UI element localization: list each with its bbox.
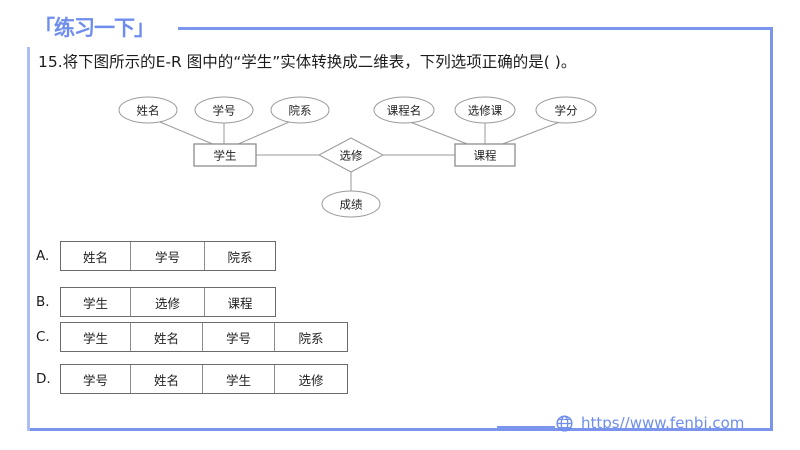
frame-border-left	[27, 47, 30, 431]
er-entity-label: 学生	[214, 149, 237, 163]
option-cell: 学号	[131, 242, 205, 270]
er-attribute-label: 学分	[555, 104, 578, 118]
option-cell: 学号	[61, 365, 131, 393]
option-table: 学生 姓名 学号 院系	[60, 322, 348, 352]
option-cell: 学生	[203, 365, 275, 393]
frame-border-bottom	[27, 428, 773, 431]
page-title: 「练习一下」	[34, 16, 155, 40]
er-connector-student-name	[159, 121, 216, 146]
footer-rule	[497, 426, 555, 428]
option-letter: D.	[36, 371, 51, 387]
er-diagram: 姓名 学号 院系 课程名 选修课 学分 学生	[0, 90, 800, 225]
option-table: 学生 选修 课程	[60, 287, 276, 317]
er-attribute-student-dept: 院系	[270, 96, 330, 124]
option-cell: 院系	[227, 249, 253, 265]
er-attribute-label: 姓名	[137, 104, 160, 118]
er-attribute-course-name: 课程名	[373, 96, 435, 124]
option-row-a[interactable]: A. 姓名 学号 院系	[36, 241, 276, 271]
option-cell: 姓名	[131, 323, 203, 351]
option-cell: 选修	[298, 372, 324, 388]
er-relationship-elective: 选修	[317, 137, 385, 173]
er-attribute-course-elective: 选修课	[454, 96, 516, 124]
footer-url: https//www.fenbi.com	[581, 414, 745, 432]
option-cell: 学号	[203, 323, 275, 351]
option-letter: C.	[36, 329, 50, 345]
er-entity-label: 课程	[474, 149, 497, 163]
option-table: 姓名 学号 院系	[60, 241, 276, 271]
er-attribute-course-credit: 学分	[535, 96, 597, 124]
er-entity-student: 学生	[193, 143, 257, 167]
option-cell: 课程	[227, 295, 253, 311]
er-attribute-label: 课程名	[387, 104, 422, 118]
option-table: 学号 姓名 学生 选修	[60, 364, 348, 394]
er-attribute-student-id: 学号	[194, 96, 254, 124]
frame-border-right	[770, 27, 773, 431]
er-relationship-label: 选修	[340, 149, 363, 163]
question-stem: 15.将下图所示的E-R 图中的“学生”实体转换成二维表，下列选项正确的是( )…	[38, 53, 577, 71]
option-row-b[interactable]: B. 学生 选修 课程	[36, 287, 276, 317]
option-cell: 姓名	[131, 365, 203, 393]
footer-link[interactable]: https//www.fenbi.com	[556, 414, 744, 432]
globe-icon	[556, 414, 573, 432]
er-attribute-label: 选修课	[468, 104, 503, 118]
er-attribute-score: 成绩	[321, 190, 381, 218]
option-cell: 学生	[61, 323, 131, 351]
option-row-d[interactable]: D. 学号 姓名 学生 选修	[36, 364, 348, 394]
option-row-c[interactable]: C. 学生 姓名 学号 院系	[36, 322, 348, 352]
er-connector-course-name	[409, 121, 471, 146]
option-cell: 姓名	[61, 242, 131, 270]
option-letter: A.	[36, 248, 50, 264]
er-connector-course-credit	[499, 121, 561, 146]
option-cell: 选修	[131, 288, 205, 316]
er-connector-student-dept	[235, 121, 290, 146]
frame-border-top	[178, 27, 773, 30]
er-entity-course: 课程	[454, 143, 516, 167]
er-attribute-student-name: 姓名	[118, 96, 178, 124]
option-letter: B.	[36, 294, 50, 310]
option-cell: 学生	[61, 288, 131, 316]
er-attribute-label: 学号	[213, 104, 236, 118]
option-cell: 院系	[298, 330, 324, 346]
er-attribute-label: 成绩	[340, 198, 363, 212]
er-attribute-label: 院系	[289, 104, 312, 118]
